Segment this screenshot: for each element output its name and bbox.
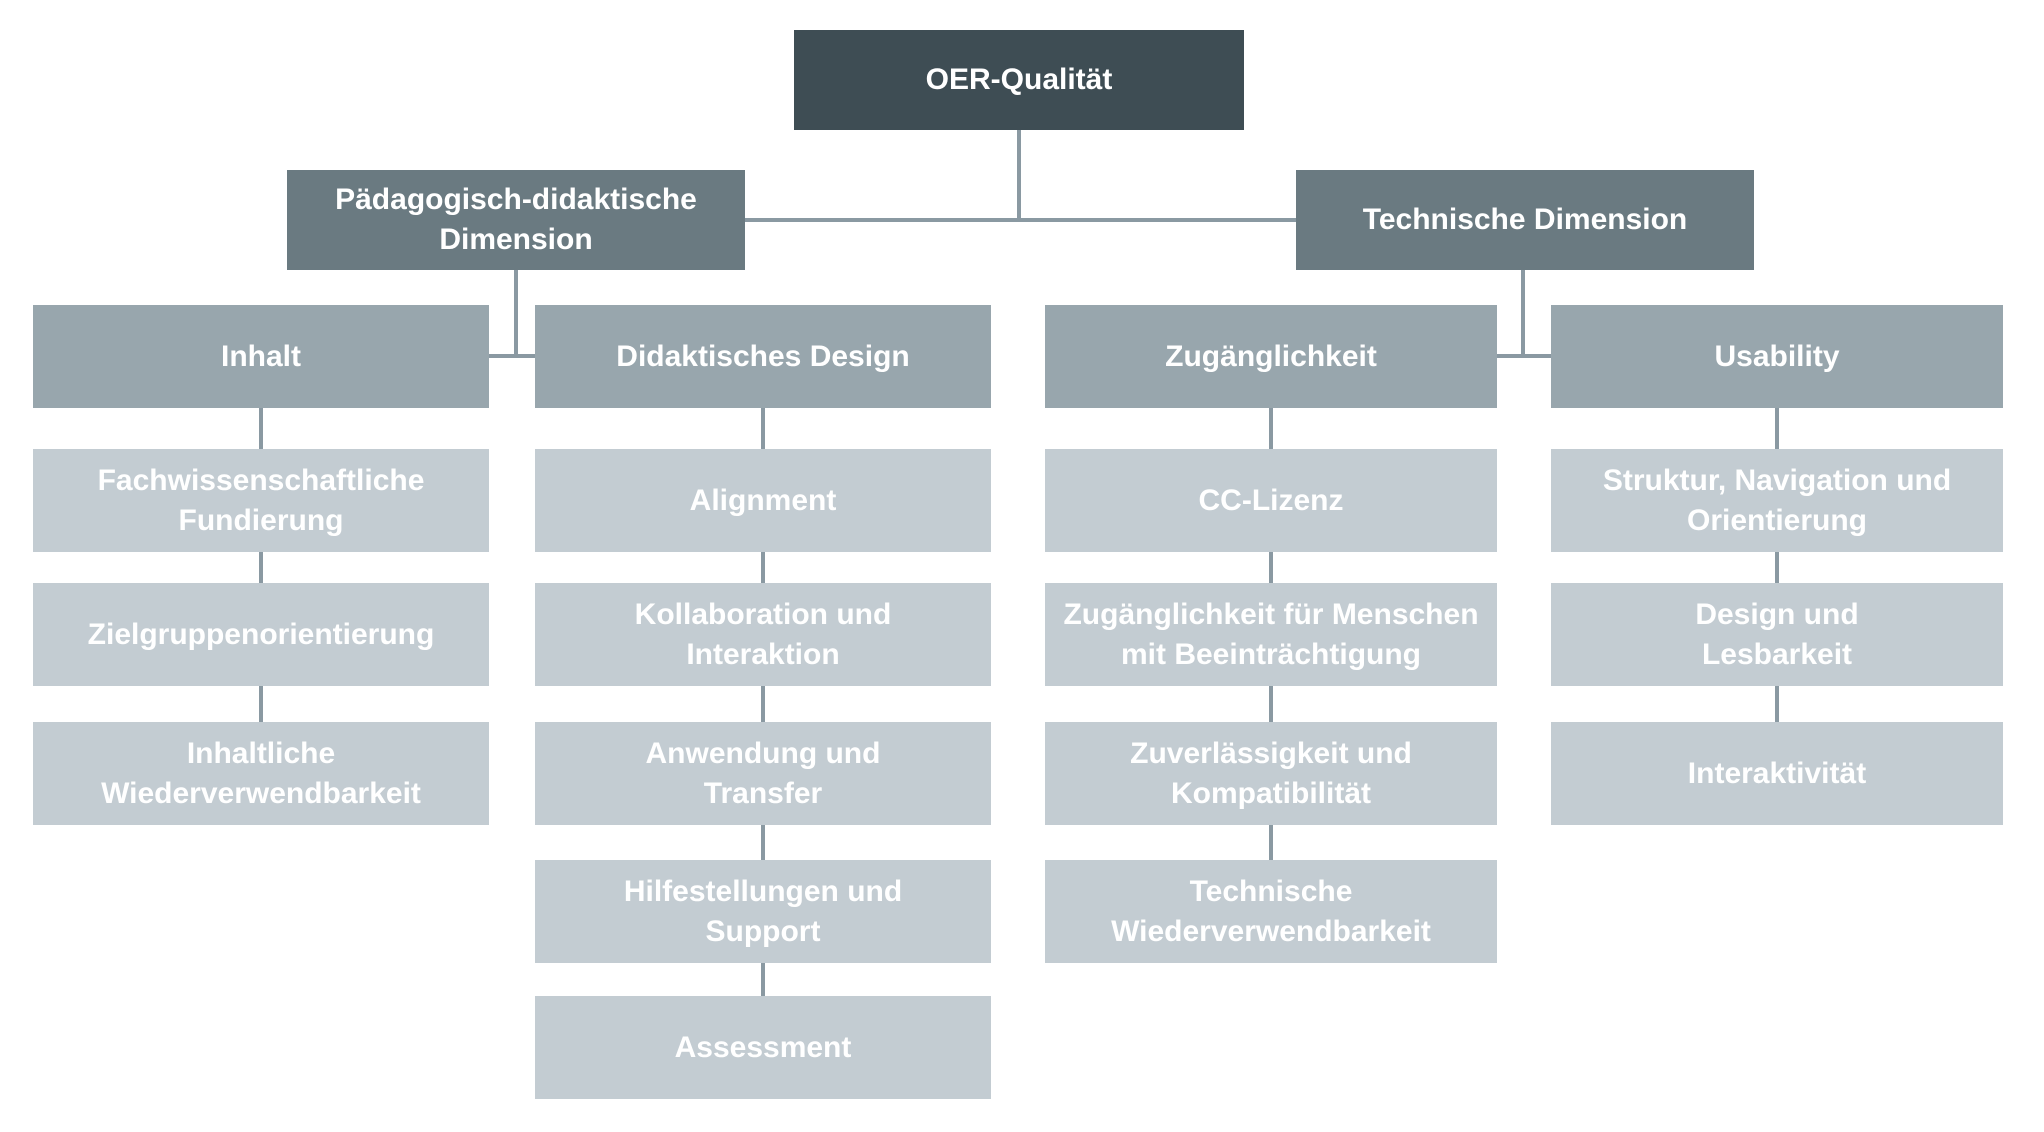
node-item-anwendung-und-transfer: Anwendung und Transfer (535, 722, 991, 825)
node-item-design-und-lesbarkeit: Design und Lesbarkeit (1551, 583, 2003, 686)
node-item-kollaboration-und-interaktion: Kollaboration und Interaktion (535, 583, 991, 686)
connector-usability-2 (1775, 549, 1779, 587)
node-item-cc-lizenz: CC-Lizenz (1045, 449, 1497, 552)
node-technische-dimension: Technische Dimension (1296, 170, 1754, 270)
connector-technisch-stub (1497, 354, 1551, 358)
connector-didaktik-2 (761, 549, 765, 587)
node-item-zuverlaessigkeit-und-kompatibilitaet: Zuverlässigkeit und Kompatibilität (1045, 722, 1497, 825)
connector-zugaenglichkeit-3 (1269, 684, 1273, 726)
connector-paedagogisch-stub (489, 354, 535, 358)
node-category-didaktisches-design: Didaktisches Design (535, 305, 991, 408)
connector-didaktik-4 (761, 822, 765, 864)
node-oer-qualitaet: OER-Qualität (794, 30, 1244, 130)
node-item-zielgruppenorientierung: Zielgruppenorientierung (33, 583, 489, 686)
node-category-zugaenglichkeit: Zugänglichkeit (1045, 305, 1497, 408)
node-item-zugaenglichkeit-fuer-menschen: Zugänglichkeit für Menschen mit Beeinträ… (1045, 583, 1497, 686)
connector-usability-3 (1775, 684, 1779, 726)
connector-dimensions-horizontal (745, 218, 1296, 222)
connector-zugaenglichkeit-2 (1269, 549, 1273, 587)
node-category-usability: Usability (1551, 305, 2003, 408)
connector-zugaenglichkeit-4 (1269, 822, 1273, 864)
node-paedagogisch-didaktische-dimension: Pädagogisch-didaktische Dimension (287, 170, 745, 270)
connector-inhalt-1 (259, 405, 263, 453)
connector-inhalt-3 (259, 684, 263, 726)
node-item-fachwissenschaftliche-fundierung: Fachwissenschaftliche Fundierung (33, 449, 489, 552)
connector-root-vertical (1017, 128, 1021, 222)
node-item-inhaltliche-wiederverwendbarkeit: Inhaltliche Wiederverwendbarkeit (33, 722, 489, 825)
connector-didaktik-5 (761, 960, 765, 1000)
connector-didaktik-3 (761, 684, 765, 726)
node-item-hilfestellungen-und-support: Hilfestellungen und Support (535, 860, 991, 963)
node-item-technische-wiederverwendbarkeit: Technische Wiederverwendbarkeit (1045, 860, 1497, 963)
connector-technisch-vertical (1521, 268, 1525, 358)
connector-paedagogisch-vertical (514, 268, 518, 358)
node-item-struktur-navigation-orientierung: Struktur, Navigation und Orientierung (1551, 449, 2003, 552)
connector-didaktik-1 (761, 405, 765, 453)
connector-inhalt-2 (259, 549, 263, 587)
connector-zugaenglichkeit-1 (1269, 405, 1273, 453)
node-item-interaktivitaet: Interaktivität (1551, 722, 2003, 825)
connector-usability-1 (1775, 405, 1779, 453)
node-item-alignment: Alignment (535, 449, 991, 552)
node-item-assessment: Assessment (535, 996, 991, 1099)
node-category-inhalt: Inhalt (33, 305, 489, 408)
